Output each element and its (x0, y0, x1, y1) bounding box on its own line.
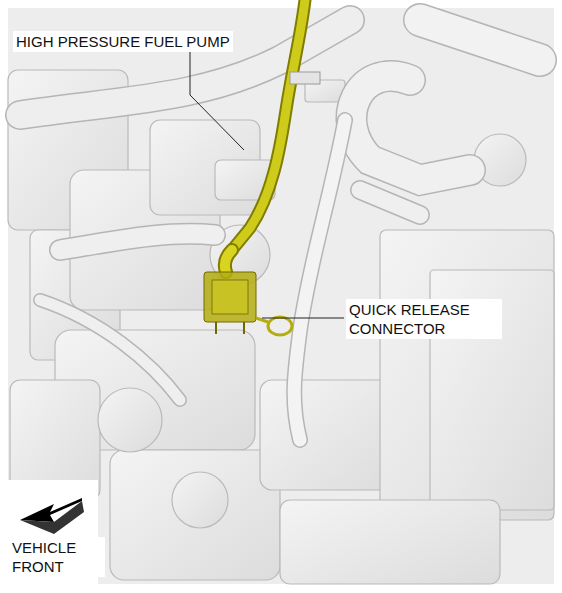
direction-label: VEHICLE FRONT (9, 537, 105, 577)
hose-clip (290, 72, 320, 84)
part-label: HIGH PRESSURE FUEL PUMP (13, 31, 233, 52)
pipes (20, 20, 540, 440)
illustration-ground (8, 8, 554, 584)
leader-lines (190, 52, 344, 318)
part-label: QUICK RELEASE CONNECTOR (346, 299, 502, 339)
fuel-hose (225, 0, 320, 272)
vehicle-front-arrow (20, 498, 84, 534)
quick-release-connector (204, 272, 292, 335)
